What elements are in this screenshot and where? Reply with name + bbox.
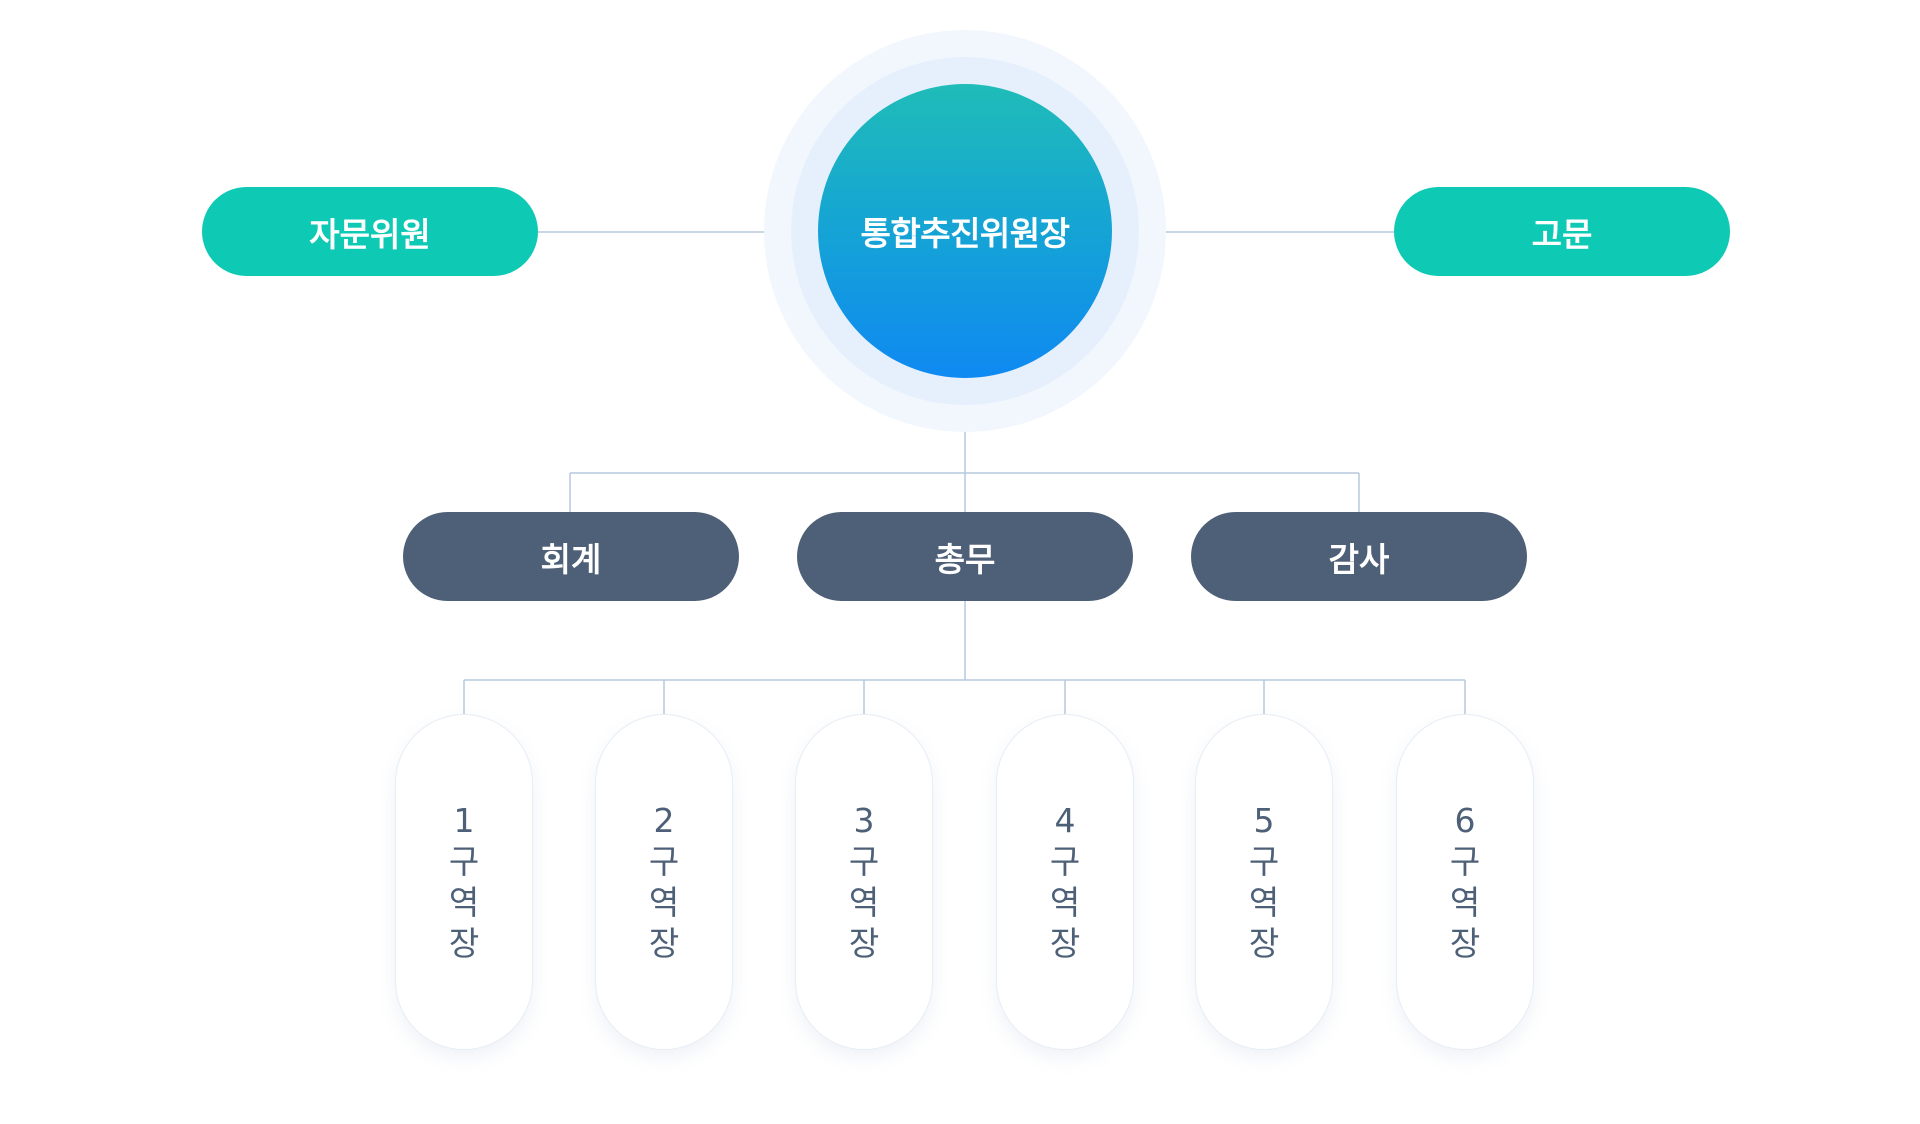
district-number: 4	[1054, 801, 1076, 840]
chairman-node: 통합추진위원장	[818, 84, 1112, 378]
consultant-node: 고문	[1394, 187, 1730, 276]
district-leader-6: 6 구 역 장	[1396, 714, 1534, 1050]
district-leader-1: 1 구 역 장	[395, 714, 533, 1050]
district-char: 장	[848, 924, 880, 963]
district-char: 구	[648, 842, 680, 881]
district-char: 장	[1248, 924, 1280, 963]
district-number: 3	[853, 801, 875, 840]
district-char: 장	[1449, 924, 1481, 963]
district-char: 구	[1049, 842, 1081, 881]
district-char: 구	[1449, 842, 1481, 881]
advisory-member-label: 자문위원	[309, 214, 431, 254]
district-char: 구	[448, 842, 480, 881]
district-char: 구	[848, 842, 880, 881]
district-number: 6	[1454, 801, 1476, 840]
district-number: 1	[453, 801, 475, 840]
district-char: 역	[848, 883, 880, 922]
district-char: 구	[1248, 842, 1280, 881]
district-char: 장	[1049, 924, 1081, 963]
district-number: 2	[653, 801, 675, 840]
consultant-label: 고문	[1531, 214, 1593, 254]
department-audit: 감사	[1191, 512, 1527, 601]
district-leader-3: 3 구 역 장	[795, 714, 933, 1050]
department-label: 회계	[540, 539, 602, 579]
district-leader-4: 4 구 역 장	[996, 714, 1134, 1050]
district-leader-2: 2 구 역 장	[595, 714, 733, 1050]
department-label: 총무	[934, 539, 996, 579]
advisory-member-node: 자문위원	[202, 187, 538, 276]
district-char: 역	[1449, 883, 1481, 922]
district-leader-5: 5 구 역 장	[1195, 714, 1333, 1050]
district-char: 역	[1248, 883, 1280, 922]
department-general-affairs: 총무	[797, 512, 1133, 601]
department-accounting: 회계	[403, 512, 739, 601]
district-char: 역	[1049, 883, 1081, 922]
chairman-label: 통합추진위원장	[860, 214, 1070, 253]
district-number: 5	[1253, 801, 1275, 840]
district-char: 역	[448, 883, 480, 922]
district-char: 장	[448, 924, 480, 963]
district-char: 장	[648, 924, 680, 963]
department-label: 감사	[1328, 539, 1390, 579]
district-char: 역	[648, 883, 680, 922]
